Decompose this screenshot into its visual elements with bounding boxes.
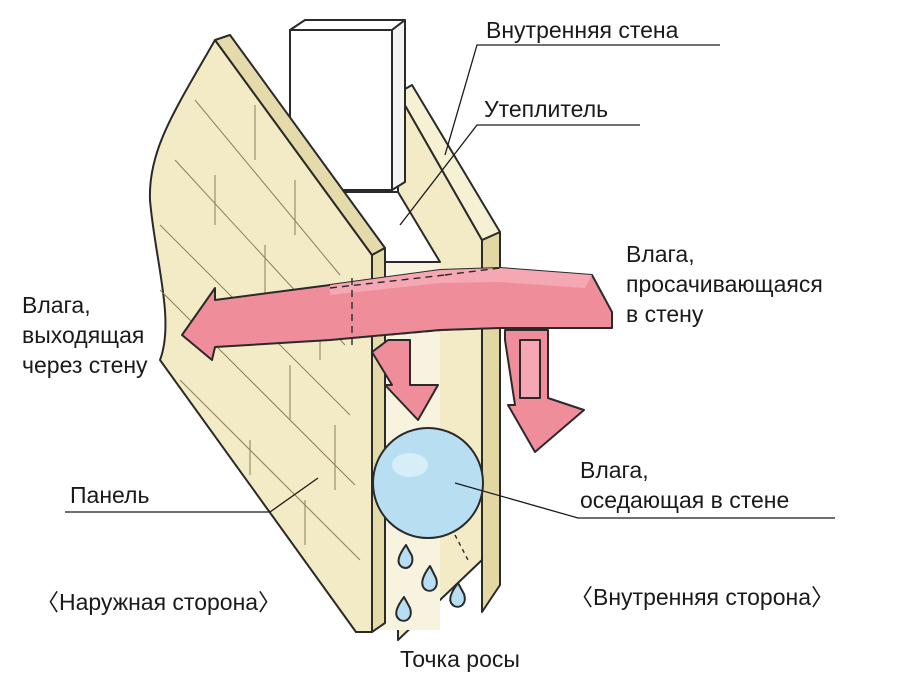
leader-lines <box>65 44 835 519</box>
label-moisture-settling-1: Влага, <box>580 457 649 483</box>
stud-post <box>289 19 406 191</box>
label-moisture-in-2: просачивающаяся <box>626 271 823 297</box>
label-inner-wall: Внутренняя стена <box>486 17 679 43</box>
water-drops <box>395 534 469 622</box>
label-outer-side: 〈Наружная сторона〉 <box>36 589 281 615</box>
label-moisture-out-3: через стену <box>22 352 148 378</box>
condensation-sphere <box>372 427 484 539</box>
label-moisture-in-1: Влага, <box>626 241 695 267</box>
label-moisture-out-1: Влага, <box>22 292 91 318</box>
label-inner-side: 〈Внутренняя сторона〉 <box>570 584 834 610</box>
label-moisture-in-3: в стену <box>626 301 704 327</box>
label-panel: Панель <box>70 482 149 508</box>
label-moisture-out-2: выходящая <box>22 322 144 348</box>
label-insulation: Утеплитель <box>484 96 608 122</box>
label-dew-point: Точка росы <box>400 646 520 672</box>
label-moisture-settling-2: оседающая в стене <box>580 487 789 513</box>
moisture-flow-arrow <box>181 267 613 453</box>
